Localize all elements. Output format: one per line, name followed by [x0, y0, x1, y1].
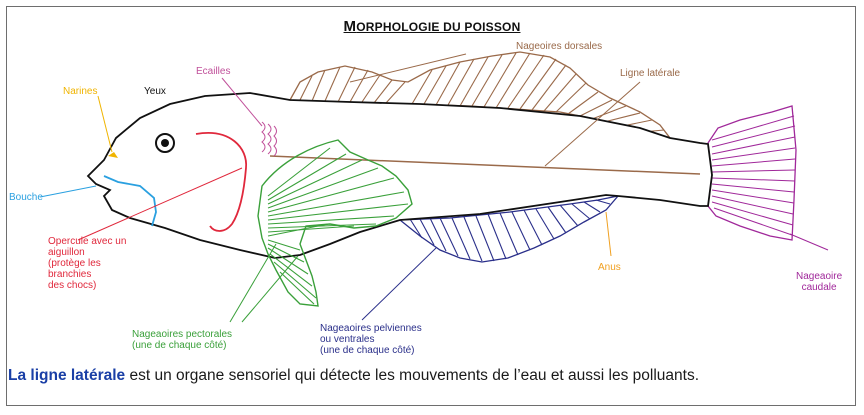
caudal-fin — [708, 106, 796, 240]
label-scales: Ecailles — [196, 66, 230, 77]
label-caudal-fin: Nageaoire caudale — [796, 271, 842, 293]
label-pelvic-fins: Nageaoires pelviennes ou ventrales (une … — [320, 323, 422, 356]
caption-bold: La ligne latérale — [8, 367, 125, 384]
eye — [156, 134, 174, 152]
fish-body-outline — [88, 93, 712, 258]
caption-text: est un organe sensoriel qui détecte les … — [125, 367, 699, 384]
diagram-title: MORPHOLOGIE DU POISSON — [0, 18, 864, 35]
title-initial: M — [344, 18, 357, 35]
label-operculum: Opercule avec un aiguillon (protège les … — [48, 236, 126, 291]
label-eyes: Yeux — [144, 86, 166, 97]
label-lateral-line: Ligne latérale — [620, 68, 680, 79]
label-pectoral-fins: Nageaoires pectorales (une de chaque côt… — [132, 329, 232, 351]
label-dorsal-fins: Nageoires dorsales — [516, 41, 602, 52]
title-rest: ORPHOLOGIE DU POISSON — [356, 20, 520, 34]
label-nostrils: Narines — [63, 86, 97, 97]
caption: La ligne latérale est un organe sensorie… — [8, 366, 848, 385]
label-anus: Anus — [598, 262, 621, 273]
label-mouth: Bouche — [9, 192, 43, 203]
